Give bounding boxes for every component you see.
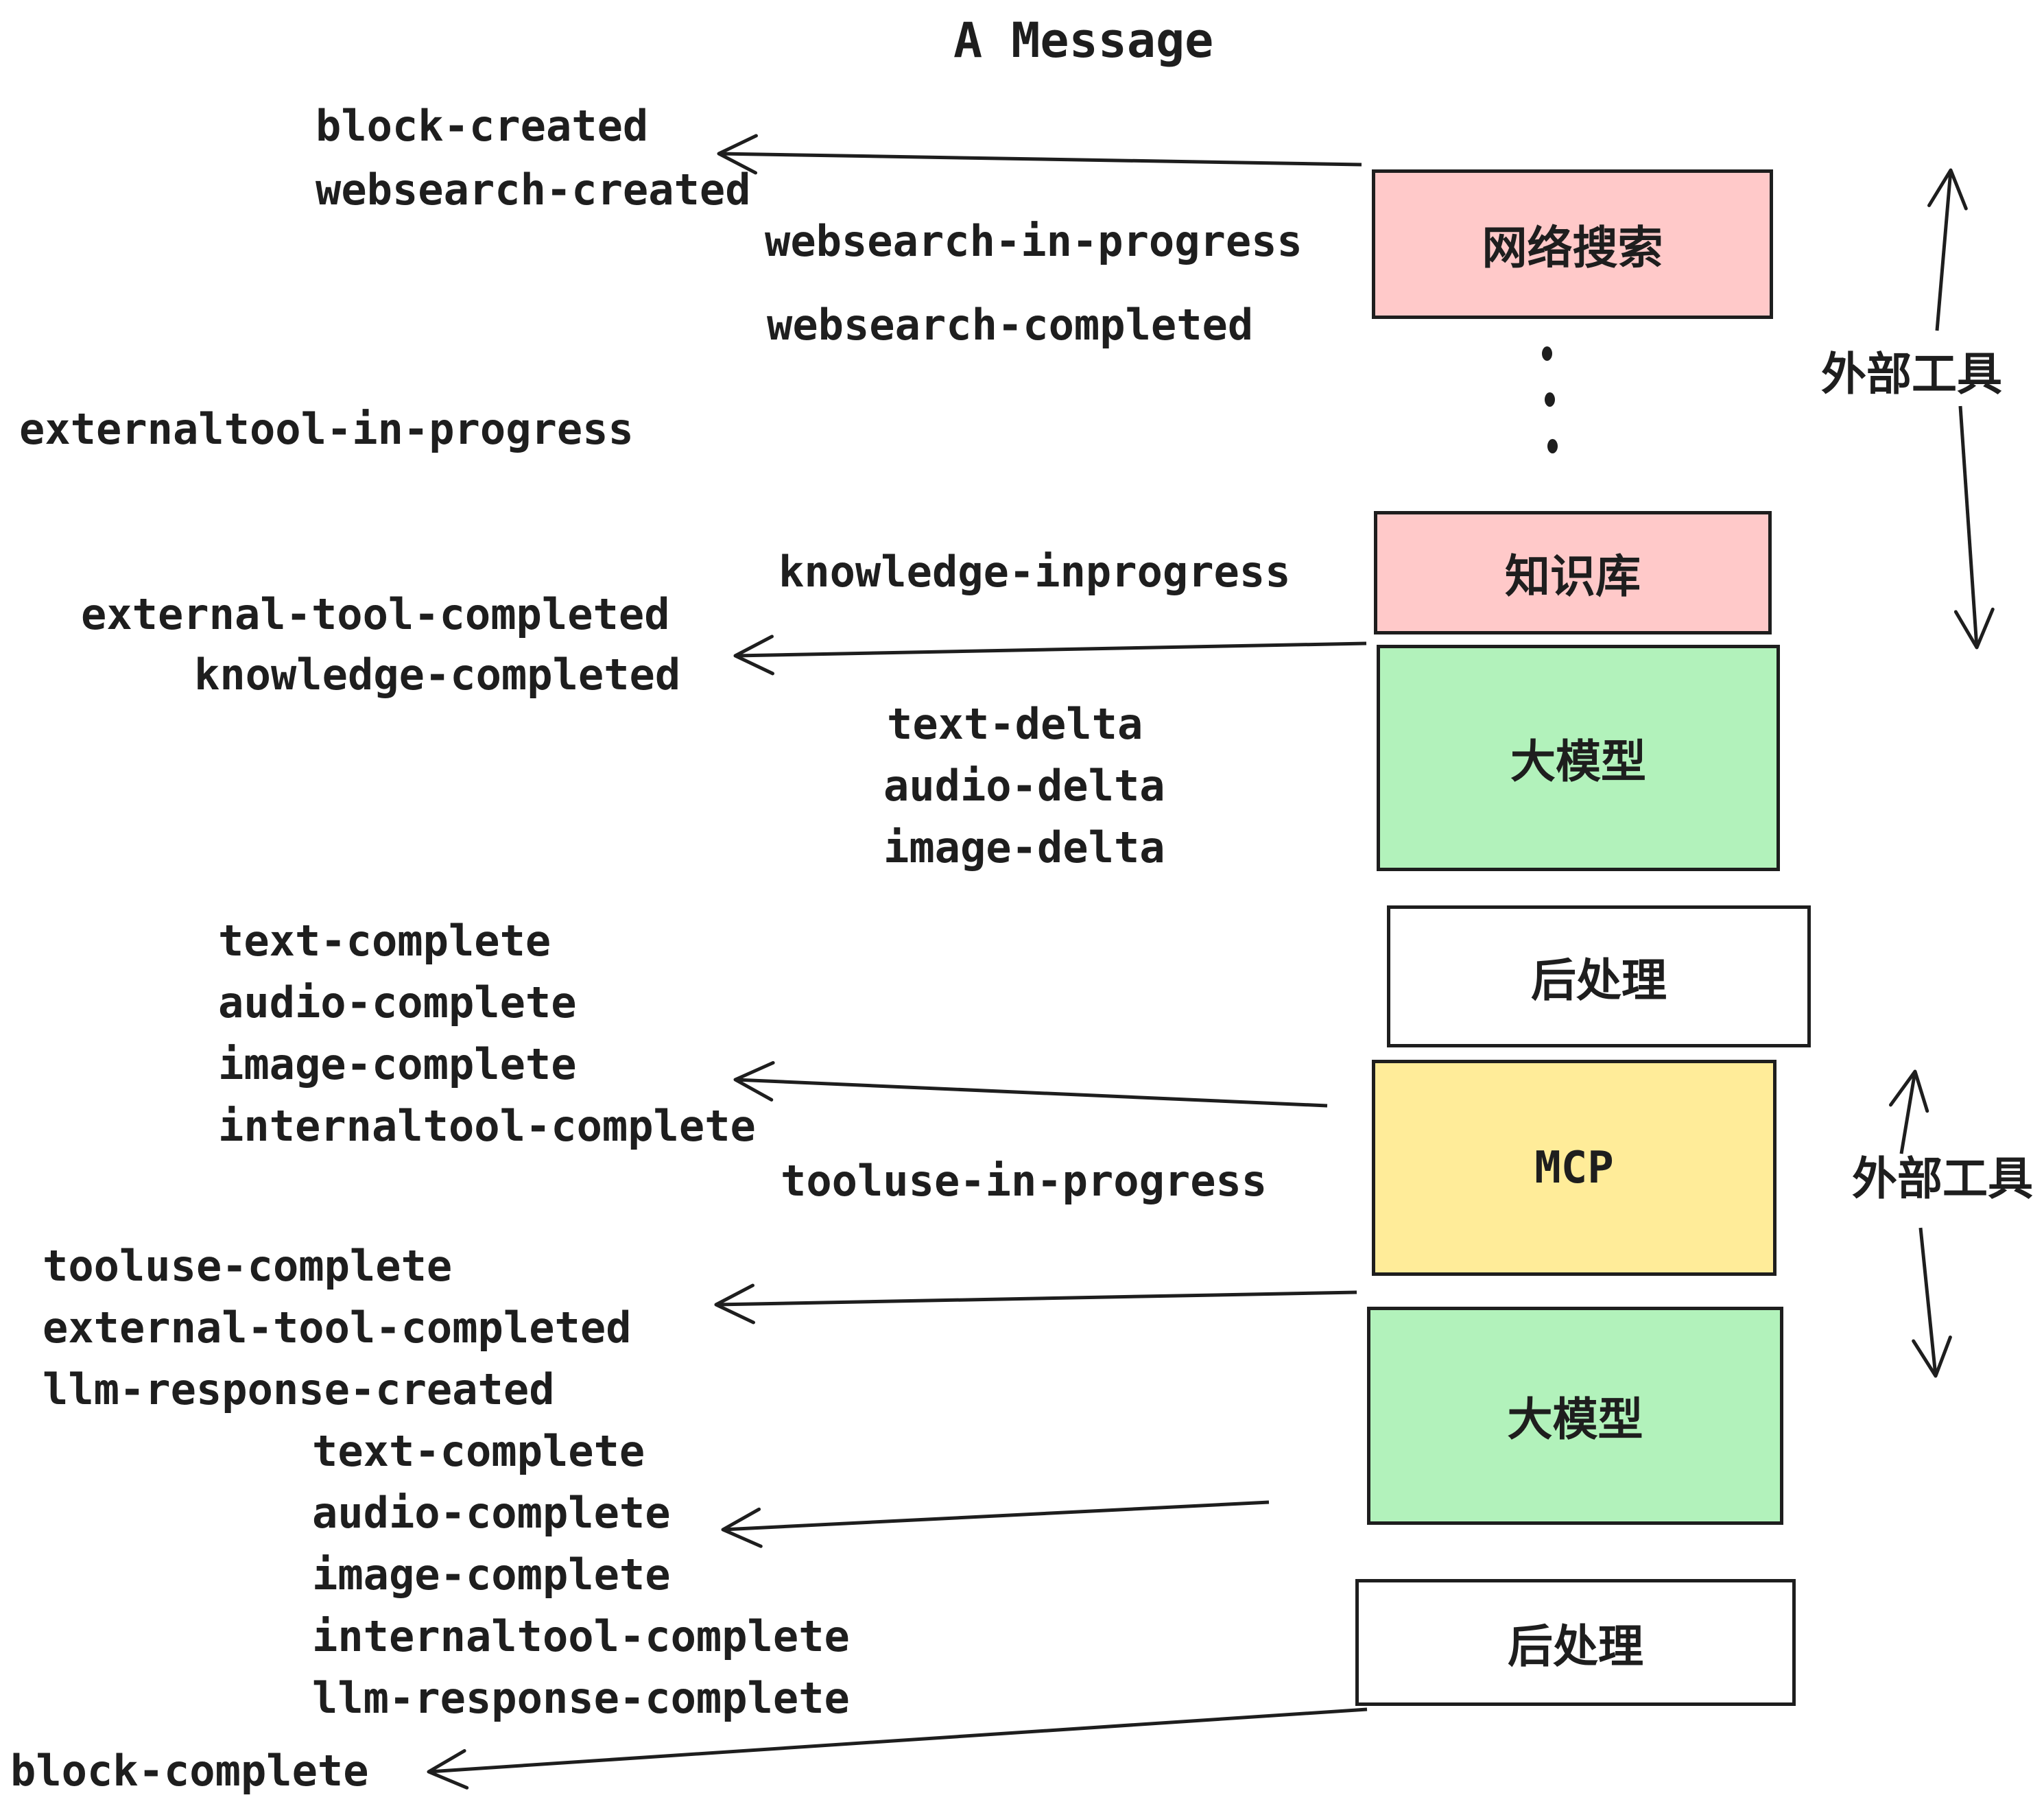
event-knowledge-inprogress: knowledge-inprogress xyxy=(779,547,1291,597)
ellipsis-dot xyxy=(1542,346,1552,361)
ellipsis-dot xyxy=(1545,392,1555,407)
arrow-image-complete xyxy=(733,1060,1328,1108)
box-postprocess-1-label: 后处理 xyxy=(1531,953,1667,1007)
event-external-tool-completed-2: external-tool-completed xyxy=(43,1303,632,1353)
box-mcp-label: MCP xyxy=(1534,1142,1614,1194)
arrow-block-complete xyxy=(427,1707,1368,1790)
event-llm-response-complete: llm-response-complete xyxy=(312,1673,850,1723)
diagram-title: A Message xyxy=(953,12,1214,69)
arrow-audio-complete xyxy=(721,1500,1270,1548)
event-text-complete-2: text-complete xyxy=(312,1426,645,1476)
box-knowledge: 知识库 xyxy=(1374,511,1772,634)
event-image-complete-2: image-complete xyxy=(312,1550,671,1600)
box-llm-2-label: 大模型 xyxy=(1507,1393,1643,1446)
box-postprocess-2-label: 后处理 xyxy=(1508,1619,1643,1673)
external-tools-2-down-arrow xyxy=(1912,1227,1952,1378)
event-external-tool-completed: external-tool-completed xyxy=(81,589,670,639)
box-knowledge-label: 知识库 xyxy=(1505,550,1641,603)
box-postprocess-2: 后处理 xyxy=(1355,1579,1796,1706)
external-tools-up-arrow xyxy=(1927,168,1968,331)
arrow-tooluse-complete xyxy=(714,1283,1357,1325)
event-audio-delta: audio-delta xyxy=(883,761,1165,811)
event-websearch-in-progress: websearch-in-progress xyxy=(765,216,1303,266)
event-image-complete: image-complete xyxy=(218,1039,577,1089)
event-websearch-created: websearch-created xyxy=(316,165,751,215)
box-llm-1-label: 大模型 xyxy=(1510,735,1646,788)
external-tools-2-up-arrow xyxy=(1888,1069,1929,1154)
event-image-delta: image-delta xyxy=(883,822,1165,873)
ellipsis-dot xyxy=(1547,439,1558,453)
event-block-complete: block-complete xyxy=(10,1746,369,1796)
event-tooluse-complete: tooluse-complete xyxy=(43,1241,453,1291)
external-tools-label-2: 外部工具 xyxy=(1852,1152,2033,1205)
box-postprocess-1: 后处理 xyxy=(1387,905,1811,1047)
arrow-knowledge-completed xyxy=(733,634,1367,676)
box-websearch: 网络搜索 xyxy=(1372,169,1773,319)
event-text-complete: text-complete xyxy=(218,916,551,966)
external-tools-down-arrow xyxy=(1953,405,1995,650)
box-llm-1: 大模型 xyxy=(1377,645,1780,871)
arrow-websearch-created xyxy=(717,134,1362,175)
event-externaltool-in-progress: externaltool-in-progress xyxy=(19,404,634,454)
event-knowledge-completed: knowledge-completed xyxy=(194,650,681,700)
event-internaltool-complete: internaltool-complete xyxy=(218,1101,756,1151)
external-tools-label: 外部工具 xyxy=(1821,348,2002,401)
box-websearch-label: 网络搜索 xyxy=(1482,222,1663,274)
event-websearch-completed: websearch-completed xyxy=(767,300,1254,350)
event-audio-complete-2: audio-complete xyxy=(312,1488,671,1538)
box-mcp: MCP xyxy=(1372,1060,1776,1276)
box-llm-2: 大模型 xyxy=(1367,1307,1783,1525)
event-llm-response-created: llm-response-created xyxy=(43,1364,555,1414)
event-text-delta: text-delta xyxy=(887,699,1143,749)
event-block-created: block-created xyxy=(316,101,649,151)
event-tooluse-in-progress: tooluse-in-progress xyxy=(781,1156,1268,1206)
event-audio-complete: audio-complete xyxy=(218,977,577,1028)
event-internaltool-complete-2: internaltool-complete xyxy=(312,1611,850,1661)
